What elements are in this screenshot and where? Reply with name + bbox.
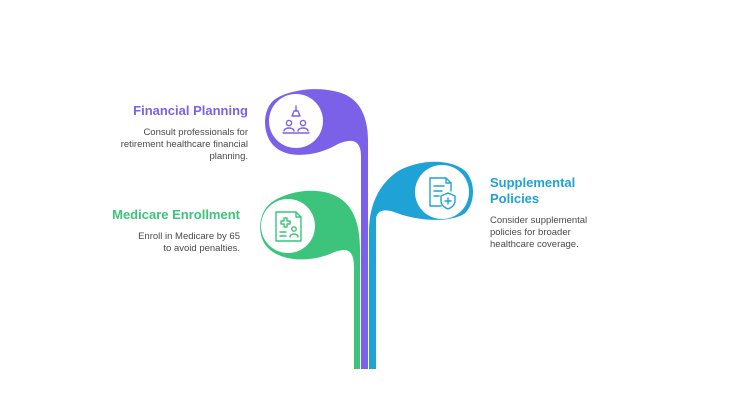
- supplemental-title: Supplemental Policies: [490, 175, 576, 206]
- supplemental-description: Consider supplemental policies for broad…: [490, 215, 588, 250]
- policy-shield-icon: [429, 177, 456, 210]
- medical-record-icon: [275, 211, 302, 242]
- financial-description: Consult professionals for retirement hea…: [120, 127, 248, 162]
- financial-branch: [265, 89, 368, 370]
- medicare-title: Medicare Enrollment: [112, 207, 240, 222]
- medicare-icon-circle: [261, 199, 315, 253]
- supplemental-block: Supplemental Policies Consider supplemen…: [490, 175, 600, 251]
- supplemental-icon-circle: [415, 165, 469, 219]
- medicare-branch: [260, 190, 360, 369]
- consultation-icon: [282, 105, 310, 134]
- supplemental-branch: [369, 161, 473, 369]
- medicare-description: Enroll in Medicare by 65 to avoid penalt…: [138, 231, 240, 254]
- financial-icon-circle: [269, 94, 323, 148]
- financial-title: Financial Planning: [133, 103, 248, 118]
- financial-block: Financial Planning Consult professionals…: [118, 103, 248, 163]
- medicare-block: Medicare Enrollment Enroll in Medicare b…: [100, 207, 240, 255]
